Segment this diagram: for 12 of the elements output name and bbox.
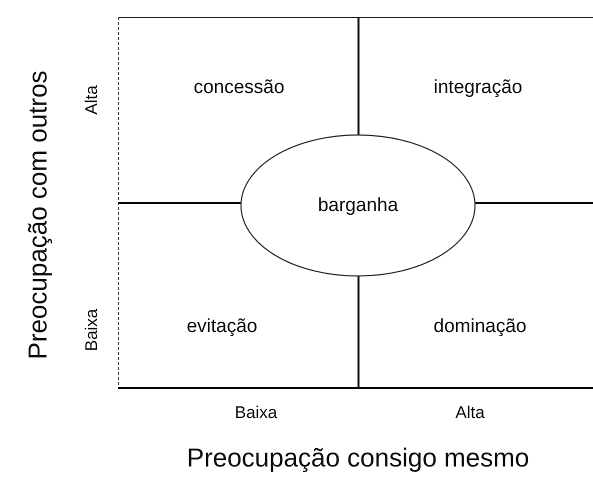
quadrant-label: evitação: [186, 316, 258, 338]
x-tick-label: Baixa: [234, 403, 278, 423]
x-axis-title: Preocupação consigo mesmo: [186, 442, 530, 474]
x-tick-label: Alta: [455, 403, 485, 423]
ellipse-node: [240, 134, 476, 277]
y-tick-label: Alta: [82, 85, 102, 115]
quadrant-label: concessão: [194, 77, 284, 99]
ellipse-label: barganha: [318, 194, 398, 216]
y-axis-title: Preocupação com outros: [22, 70, 54, 360]
y-tick-label: Baixa: [82, 308, 102, 352]
quadrant-label: integração: [434, 77, 522, 99]
quadrant-label: dominação: [434, 316, 526, 338]
